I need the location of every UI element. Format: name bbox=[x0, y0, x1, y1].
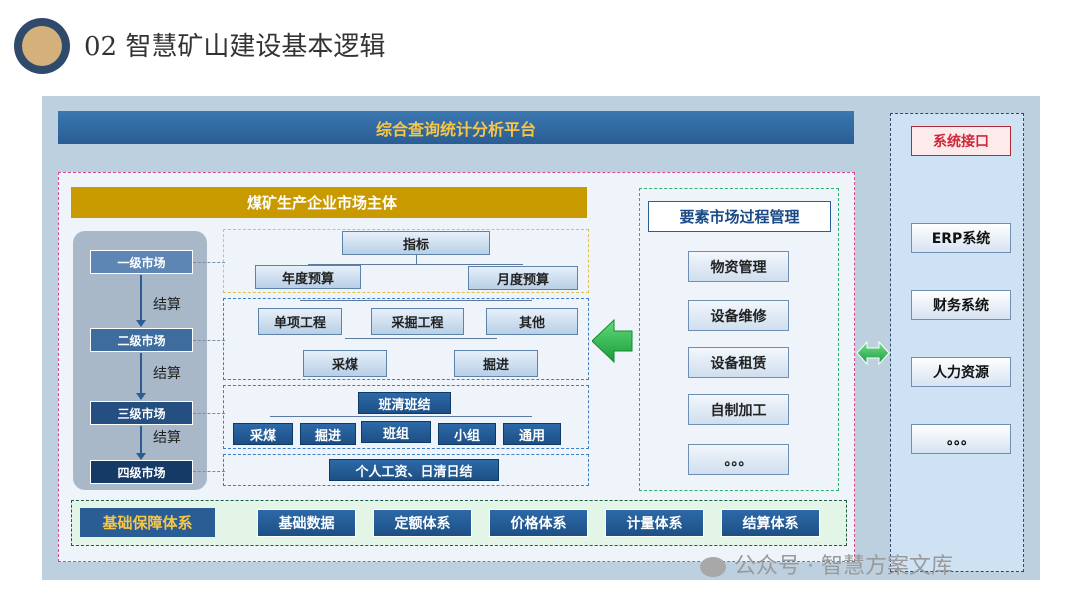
coal-mining-box: 采煤 bbox=[303, 350, 387, 377]
tree-line bbox=[270, 416, 532, 417]
foundation-basic-data: 基础数据 bbox=[257, 509, 356, 537]
entity-bar: 煤矿生产企业市场主体 bbox=[71, 187, 587, 218]
connector-1 bbox=[193, 262, 225, 263]
tree-line bbox=[345, 338, 497, 339]
settle-label-3: 结算 bbox=[153, 430, 181, 446]
page-title: 02 智慧矿山建设基本逻辑 bbox=[84, 32, 386, 62]
foundation-metering-system: 计量体系 bbox=[605, 509, 704, 537]
monthly-budget-box: 月度预算 bbox=[468, 266, 578, 290]
annual-budget-box: 年度预算 bbox=[255, 265, 361, 289]
foundation-label: 基础保障体系 bbox=[80, 508, 215, 537]
tree-line bbox=[416, 254, 417, 264]
watermark: 公众号 · 智慧方案文库 bbox=[700, 548, 953, 580]
settle-label-1: 结算 bbox=[153, 297, 181, 313]
personal-wage-box: 个人工资、日清日结 bbox=[329, 459, 499, 481]
left-arrow-icon bbox=[592, 318, 633, 364]
erp-system-box: ERP系统 bbox=[911, 223, 1011, 253]
indicator-group bbox=[223, 229, 589, 293]
shift-item-coal: 采煤 bbox=[233, 423, 293, 445]
shift-item-group: 小组 bbox=[438, 423, 496, 445]
double-arrow-icon bbox=[856, 340, 890, 366]
tunneling-box: 掘进 bbox=[454, 350, 538, 377]
title-logo-dot bbox=[22, 26, 62, 66]
finance-system-box: 财务系统 bbox=[911, 290, 1011, 320]
shift-group bbox=[223, 385, 589, 449]
market-level-4: 四级市场 bbox=[90, 460, 193, 484]
element-market-area bbox=[639, 188, 839, 491]
foundation-price-system: 价格体系 bbox=[489, 509, 588, 537]
tree-line bbox=[300, 300, 532, 301]
market-level-2: 二级市场 bbox=[90, 328, 193, 352]
indicator-box: 指标 bbox=[342, 231, 490, 255]
element-more-box: 。。。 bbox=[688, 444, 789, 475]
shift-item-general: 通用 bbox=[503, 423, 561, 445]
system-interface-box: 系统接口 bbox=[911, 126, 1011, 156]
element-market-title: 要素市场过程管理 bbox=[648, 201, 831, 232]
settle-arrow-3 bbox=[136, 426, 146, 460]
foundation-quota-system: 定额体系 bbox=[373, 509, 472, 537]
mining-project-box: 采掘工程 bbox=[371, 308, 464, 335]
connector-2 bbox=[193, 340, 225, 341]
single-project-box: 单项工程 bbox=[258, 308, 342, 335]
shift-item-tunnel: 掘进 bbox=[300, 423, 356, 445]
external-systems-column bbox=[890, 113, 1024, 572]
hr-system-box: 人力资源 bbox=[911, 357, 1011, 387]
settle-arrow-1 bbox=[136, 275, 146, 327]
material-mgmt-box: 物资管理 bbox=[688, 251, 789, 282]
connector-3 bbox=[193, 413, 225, 414]
market-level-3: 三级市场 bbox=[90, 401, 193, 425]
settle-label-2: 结算 bbox=[153, 366, 181, 382]
equipment-repair-box: 设备维修 bbox=[688, 300, 789, 331]
shift-settlement-box: 班清班结 bbox=[358, 392, 451, 414]
shift-item-team: 班组 bbox=[361, 421, 431, 443]
other-box: 其他 bbox=[486, 308, 578, 335]
watermark-text: 公众号 · 智慧方案文库 bbox=[734, 554, 953, 579]
personal-group bbox=[223, 454, 589, 486]
query-platform-bar: 综合查询统计分析平台 bbox=[58, 111, 854, 144]
equipment-rental-box: 设备租赁 bbox=[688, 347, 789, 378]
system-more-box: 。。。 bbox=[911, 424, 1011, 454]
wechat-icon bbox=[700, 557, 726, 577]
project-group bbox=[223, 298, 589, 380]
tree-line bbox=[308, 264, 523, 265]
market-level-1: 一级市场 bbox=[90, 250, 193, 274]
self-processing-box: 自制加工 bbox=[688, 394, 789, 425]
foundation-settlement-system: 结算体系 bbox=[721, 509, 820, 537]
settle-arrow-2 bbox=[136, 353, 146, 400]
connector-4 bbox=[193, 471, 225, 472]
